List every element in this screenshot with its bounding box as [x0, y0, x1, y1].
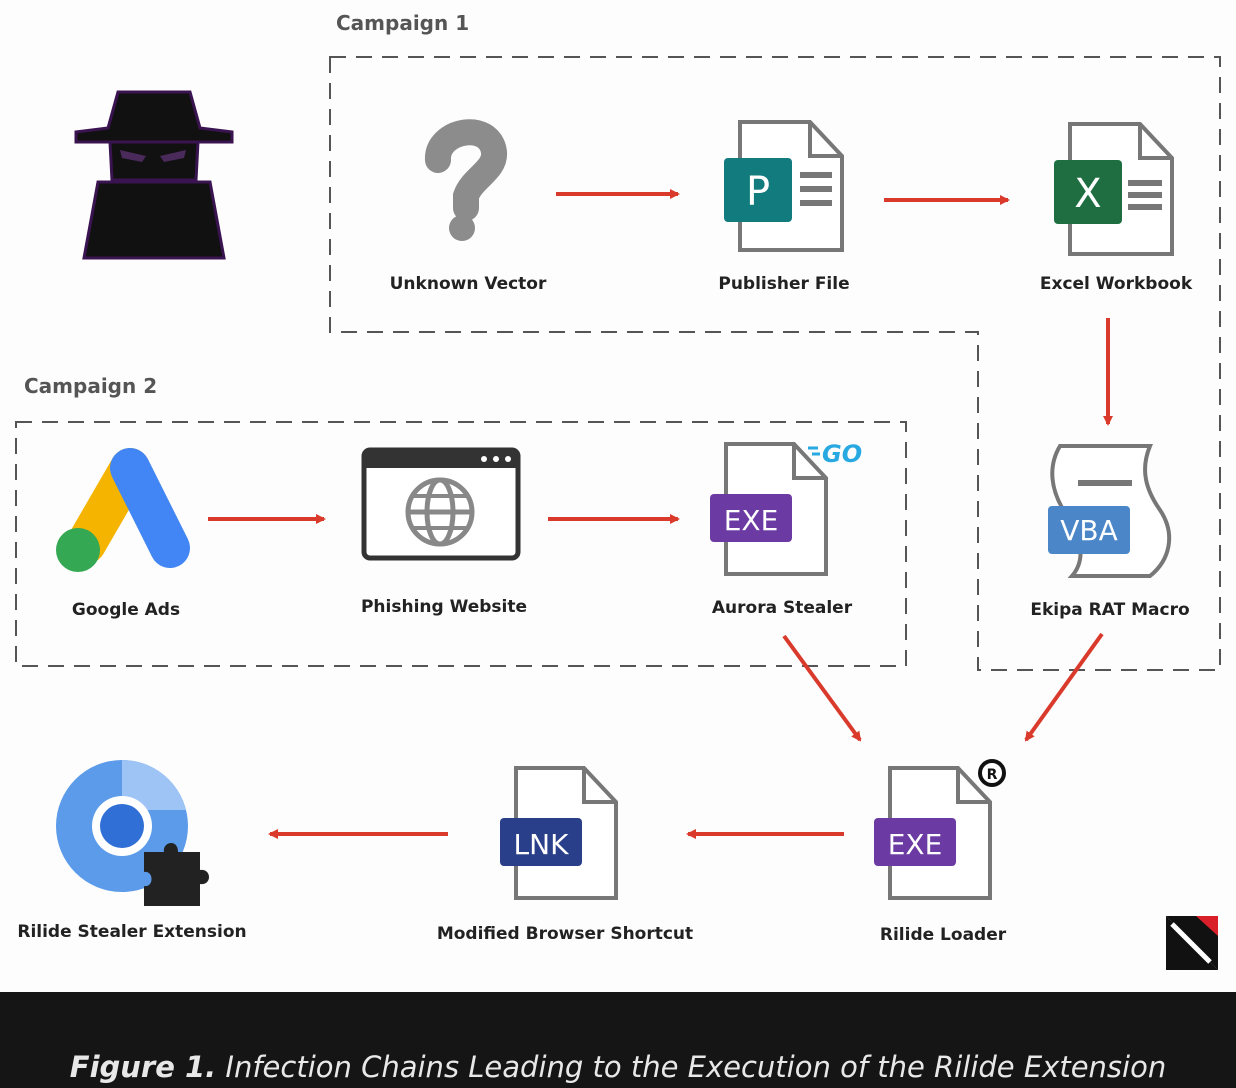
caption-bar — [0, 992, 1236, 1088]
rilide-stealer-extension-label: Rilide Stealer Extension — [17, 922, 247, 942]
excel-badge: X — [1074, 171, 1101, 217]
vendor-logo-icon — [1166, 916, 1218, 970]
lnk-file-icon: LNK — [500, 766, 618, 900]
ekipa-rat-macro-label: Ekipa RAT Macro — [1030, 600, 1190, 620]
browser-window-icon — [361, 447, 521, 561]
unknown-vector-label: Unknown Vector — [389, 274, 547, 294]
vba-badge: VBA — [1060, 514, 1118, 547]
threat-actor-icon — [74, 90, 234, 260]
publisher-file-label: Publisher File — [718, 274, 850, 294]
campaign2-label: Campaign 2 — [24, 374, 158, 398]
campaign2-boundary — [15, 421, 907, 667]
excel-file-icon: X — [1054, 122, 1174, 256]
go-logo-icon: GO — [808, 440, 862, 468]
diagram-canvas: P X VBA — [15, 11, 1221, 970]
rilide-loader-file-icon: EXE R — [874, 759, 1006, 900]
puzzle-piece-icon — [144, 842, 209, 906]
arrow-vba-to-loader — [1024, 632, 1104, 742]
rilide-loader-badge: EXE — [888, 828, 943, 861]
modified-browser-shortcut-label: Modified Browser Shortcut — [436, 924, 694, 944]
chrome-extension-icon — [56, 760, 209, 906]
aurora-stealer-label: Aurora Stealer — [711, 598, 853, 618]
phishing-website-label: Phishing Website — [360, 597, 528, 617]
publisher-file-icon: P — [724, 120, 844, 252]
diagram-graphics: P X VBA — [15, 56, 1221, 970]
aurora-badge: EXE — [724, 504, 779, 537]
figure-caption: Figure 1. Infection Chains Leading to th… — [0, 1050, 1236, 1084]
arrow-aurora-to-loader — [782, 634, 862, 742]
vba-scroll-icon: VBA — [1048, 444, 1172, 578]
globe-icon — [405, 477, 475, 547]
aurora-exe-file-icon: EXE GO — [710, 440, 862, 576]
go-tag: GO — [822, 440, 862, 468]
lnk-badge: LNK — [514, 828, 570, 861]
flow-arrows — [208, 189, 1113, 839]
figure-caption-text: Infection Chains Leading to the Executio… — [216, 1050, 1167, 1084]
google-ads-label: Google Ads — [71, 600, 181, 620]
rilide-loader-label: Rilide Loader — [879, 925, 1007, 945]
rust-logo-icon: R — [978, 759, 1006, 787]
google-ads-icon — [56, 448, 190, 572]
campaign1-boundary — [329, 56, 1221, 671]
excel-workbook-label: Excel Workbook — [1039, 274, 1193, 294]
publisher-badge: P — [746, 169, 770, 215]
figure-number: Figure 1. — [69, 1050, 217, 1084]
rust-tag: R — [987, 767, 998, 783]
question-mark-icon — [425, 119, 507, 241]
campaign1-label: Campaign 1 — [336, 11, 470, 35]
